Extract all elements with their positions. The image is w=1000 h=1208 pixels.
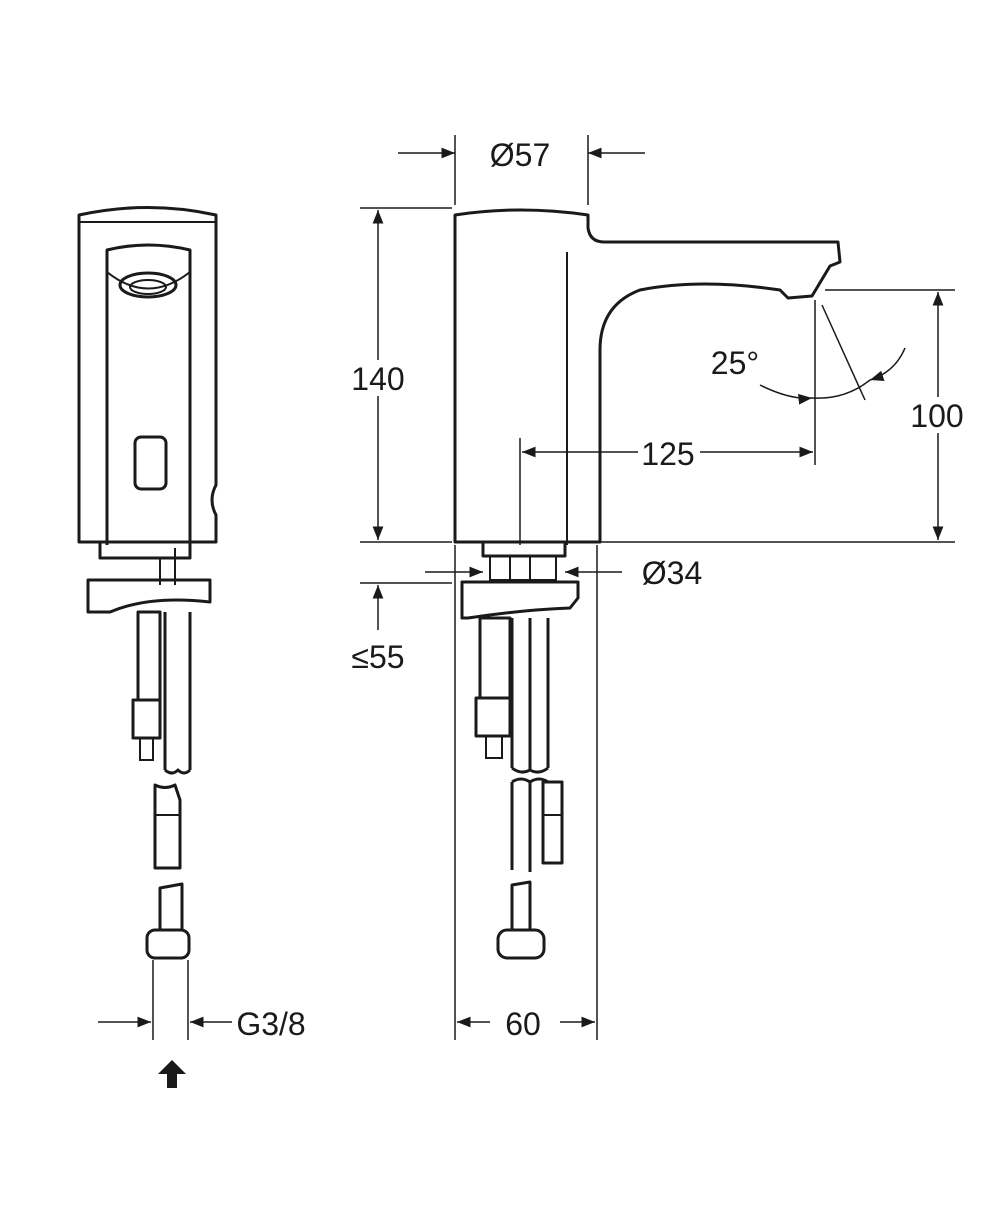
sensor-icon [118, 271, 178, 299]
label-outlet-height: 100 [910, 398, 963, 434]
label-connection-thread: G3/8 [236, 1006, 305, 1042]
label-angle: 25° [711, 345, 759, 381]
front-view [77, 206, 218, 960]
label-base-diameter: Ø34 [642, 555, 702, 591]
label-height: 140 [351, 361, 404, 397]
inlet-arrow-icon [158, 1060, 186, 1088]
label-deck-thickness: ≤55 [351, 639, 404, 675]
label-reach: 125 [641, 436, 694, 472]
sensor-window [133, 435, 168, 491]
label-width: 60 [505, 1006, 541, 1042]
label-body-diameter: Ø57 [490, 137, 550, 173]
side-view [453, 208, 842, 960]
